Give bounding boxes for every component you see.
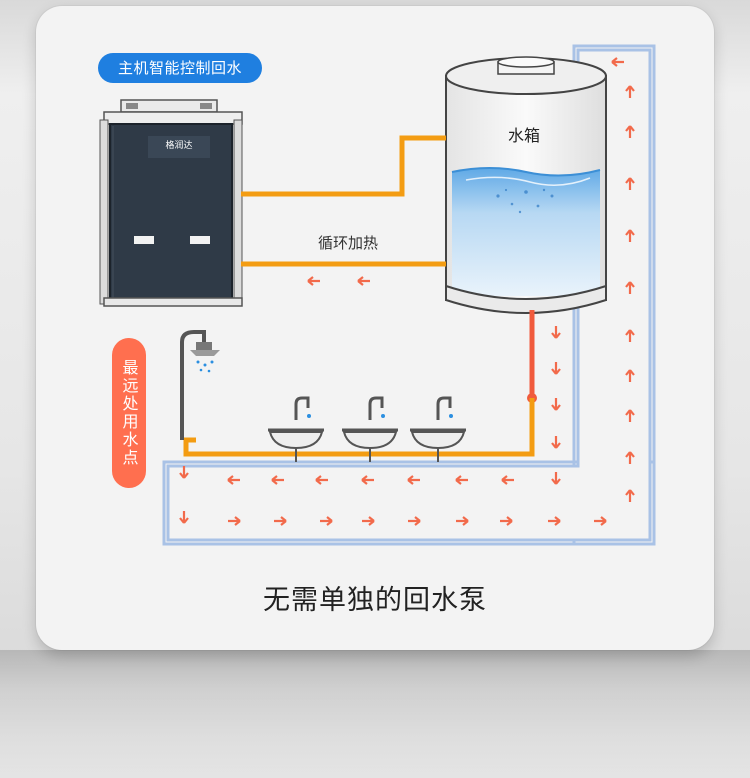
flow-arrow-icon (625, 125, 635, 138)
flow-arrow-icon (594, 516, 607, 526)
flow-arrow-icon (455, 475, 468, 485)
sink-icon (410, 396, 466, 462)
flow-arrow-icon (551, 398, 561, 411)
flow-arrow-icon (227, 475, 240, 485)
flow-arrow-icon (179, 511, 189, 524)
flow-arrow-icon (500, 516, 513, 526)
flow-arrow-icon (456, 516, 469, 526)
caption: 无需单独的回水泵 (263, 585, 487, 616)
water-tank (445, 56, 607, 314)
flow-arrow-icon (625, 369, 635, 382)
flow-arrow-icon (271, 475, 284, 485)
heating-pipes (241, 135, 446, 267)
flow-arrow-icon (551, 326, 561, 339)
header-pill: 主机智能控制回水 (98, 53, 262, 83)
flow-arrow-icon (611, 57, 624, 67)
flow-arrow-icon (320, 516, 333, 526)
brand-logo (148, 136, 210, 158)
tank-label: 水箱 (508, 126, 541, 145)
unit-logo-text: 格润达 (165, 141, 193, 151)
heat-pump-unit (99, 99, 243, 307)
flow-arrow-icon (501, 475, 514, 485)
flow-arrow-icon (315, 475, 328, 485)
flow-arrow-icon (551, 472, 561, 485)
flow-arrows (179, 57, 635, 526)
flow-arrow-icon (179, 466, 189, 479)
flow-arrow-icon (625, 85, 635, 98)
flow-arrow-icon (625, 329, 635, 342)
flow-arrow-icon (625, 229, 635, 242)
flow-arrow-icon (625, 451, 635, 464)
flow-arrow-icon (274, 516, 287, 526)
sink-icon (342, 396, 398, 462)
flow-arrow-icon (548, 516, 561, 526)
flow-arrow-icon (307, 276, 320, 286)
flow-arrow-icon (228, 516, 241, 526)
loop-label: 循环加热 (318, 234, 379, 252)
flow-arrow-icon (362, 516, 375, 526)
flow-arrow-icon (625, 177, 635, 190)
flow-arrow-icon (408, 516, 421, 526)
shower-icon (180, 330, 220, 440)
sink-icon (268, 396, 324, 462)
flow-arrow-icon (625, 409, 635, 422)
flow-arrow-icon (357, 276, 370, 286)
flow-arrow-icon (407, 475, 420, 485)
flow-arrow-icon (361, 475, 374, 485)
supply-pipe (183, 310, 537, 457)
flow-arrow-icon (625, 281, 635, 294)
side-pill: 最远处用水点 (112, 338, 146, 488)
flow-arrow-icon (551, 436, 561, 449)
floor-reflection (0, 650, 750, 778)
flow-arrow-icon (625, 489, 635, 502)
flow-arrow-icon (551, 362, 561, 375)
